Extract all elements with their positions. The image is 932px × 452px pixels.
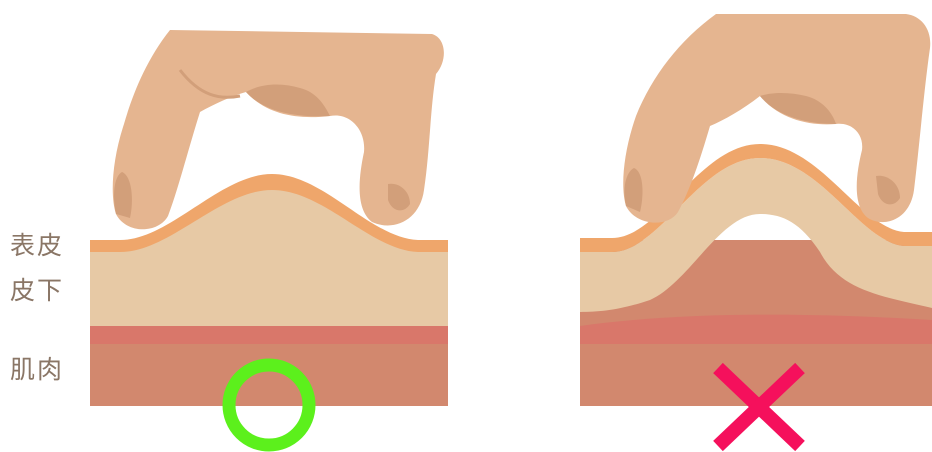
label-muscle: 肌肉 [10, 357, 64, 382]
correct-panel [90, 30, 448, 445]
left-muscle-band [90, 326, 448, 344]
label-subcutaneous: 皮下 [10, 278, 64, 303]
label-epidermis: 表皮 [10, 233, 64, 258]
incorrect-panel [580, 14, 932, 446]
